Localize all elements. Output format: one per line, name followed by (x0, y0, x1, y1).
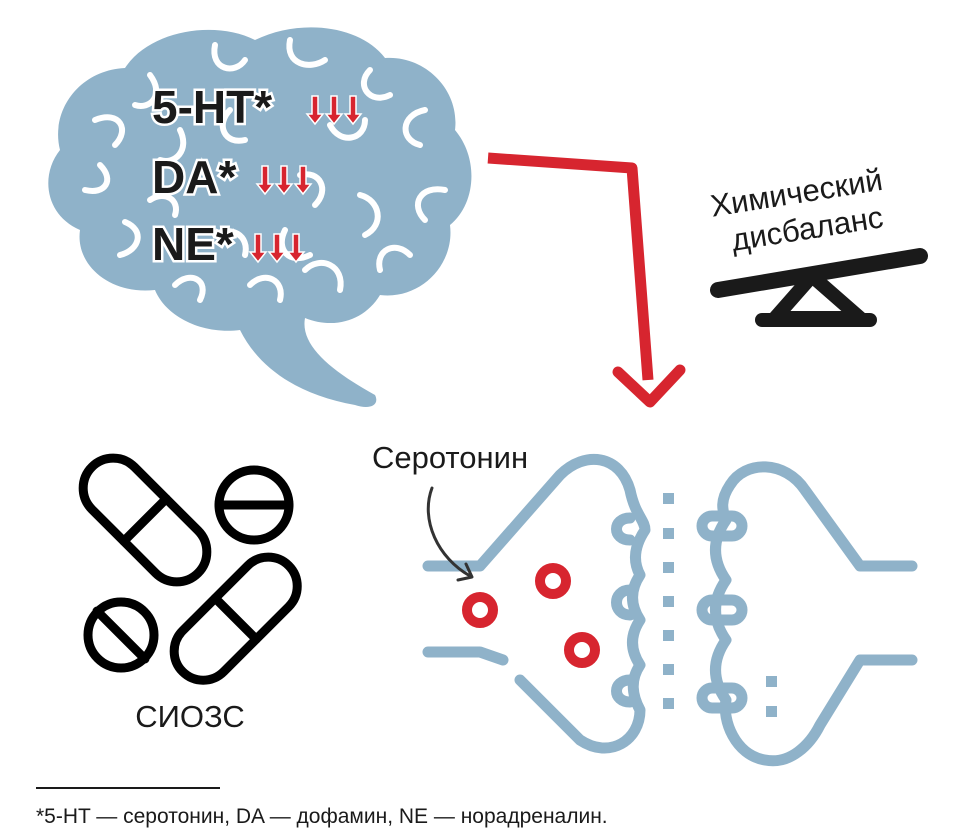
tablet-icon (83, 597, 159, 673)
serotonin-molecule-icon (564, 632, 600, 668)
down-arrow-group-serotonin (306, 95, 362, 125)
capsule-icon (78, 453, 212, 587)
cleft-dots (663, 493, 777, 717)
nt-label-serotonin: 5-HT* (152, 81, 272, 133)
serotonin-molecule-icon (462, 592, 498, 628)
nt-label-norepinephrine: NE* (152, 218, 234, 270)
serotonin-molecule-icon (535, 563, 571, 599)
pointer-arrow-icon (426, 486, 474, 582)
footnote: *5-HT — серотонин, DA — дофамин, NE — но… (36, 805, 608, 828)
drug-label: СИОЗС (135, 699, 245, 734)
tablet-icon (214, 465, 294, 545)
capsule-icon (169, 552, 302, 685)
synapse-icon (422, 454, 918, 767)
nt-label-dopamine: DA* (152, 151, 236, 203)
serotonin-label: Серотонин (372, 440, 528, 475)
pills-group (78, 453, 302, 685)
seesaw-icon (710, 248, 928, 327)
big-red-arrow-icon (487, 152, 686, 408)
down-arrow-group-dopamine (256, 165, 312, 195)
brain-icon (48, 27, 472, 407)
down-arrow-group-norepinephrine (249, 233, 305, 263)
